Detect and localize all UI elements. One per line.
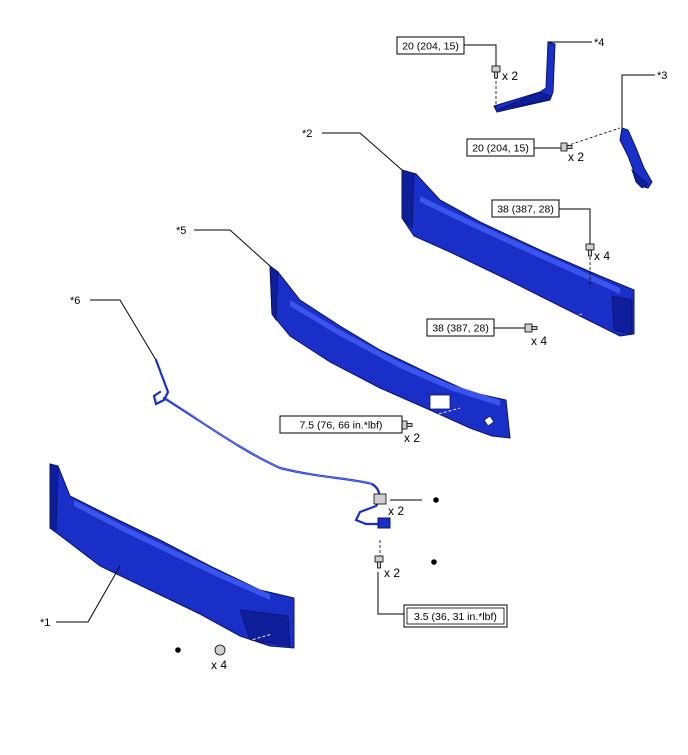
non-reusable-dot-icon — [175, 647, 181, 653]
torque-box-part4: 20 (204, 15) — [396, 36, 465, 55]
nut-icon — [373, 493, 387, 505]
torque-label: 20 (204, 15) — [472, 143, 529, 155]
part-2-reinforcement — [401, 169, 635, 337]
non-reusable-dots — [175, 497, 439, 653]
non-reusable-dot-icon — [433, 497, 439, 503]
quantity-label: x 4 — [594, 249, 610, 263]
bolt-icon — [374, 555, 384, 569]
callout-part-2: *2 — [302, 128, 312, 140]
quantity-label: x 2 — [502, 69, 518, 83]
torque-box-part2-side: 38 (387, 28) — [426, 318, 495, 337]
part-4-bracket — [493, 41, 556, 113]
fastener-dashes — [223, 44, 621, 649]
part-5-retainer — [269, 264, 511, 439]
part-6-wire-harness — [152, 358, 391, 529]
torque-box-part2-top: 38 (387, 28) — [491, 199, 560, 218]
non-reusable-dot-icon — [431, 559, 437, 565]
bolt-icon — [491, 65, 501, 79]
fasteners — [214, 65, 595, 656]
callout-part-4: *4 — [594, 37, 604, 49]
callout-part-3: *3 — [657, 70, 667, 82]
torque-label: 3.5 (36, 31 in.*lbf) — [414, 611, 497, 623]
quantity-label: x 2 — [388, 504, 404, 518]
quantity-label: x 4 — [211, 658, 227, 672]
bolt-icon — [560, 142, 573, 152]
torque-label: 7.5 (76, 66 in.*lbf) — [300, 420, 383, 432]
bolt-icon — [524, 323, 538, 333]
quantity-label: x 2 — [384, 566, 400, 580]
torque-box-part5: 7.5 (76, 66 in.*lbf) — [279, 415, 403, 434]
callout-labels: *4 *3 *2 *5 *6 *1 — [40, 37, 667, 629]
callout-part-1: *1 — [40, 617, 50, 629]
torque-label: 20 (204, 15) — [402, 41, 459, 53]
leader-lines — [56, 41, 655, 623]
torque-box-sensor: 3.5 (36, 31 in.*lbf) — [403, 604, 508, 628]
torque-label: 38 (387, 28) — [497, 204, 554, 216]
quantity-label: x 2 — [404, 431, 420, 445]
part-1-absorber — [49, 463, 295, 649]
quantity-label: x 2 — [568, 150, 584, 164]
quantity-label: x 4 — [531, 334, 547, 348]
torque-label: 38 (387, 28) — [432, 323, 489, 335]
callout-part-5: *5 — [176, 225, 186, 237]
callout-part-6: *6 — [70, 295, 80, 307]
part-3-bracket — [619, 127, 653, 189]
bolt-icon — [585, 243, 595, 257]
torque-box-part3: 20 (204, 15) — [466, 138, 535, 157]
clip-icon — [214, 644, 226, 656]
quantity-labels: x 2 x 2 x 4 x 4 x 2 x 2 x 2 x 4 — [211, 69, 610, 672]
